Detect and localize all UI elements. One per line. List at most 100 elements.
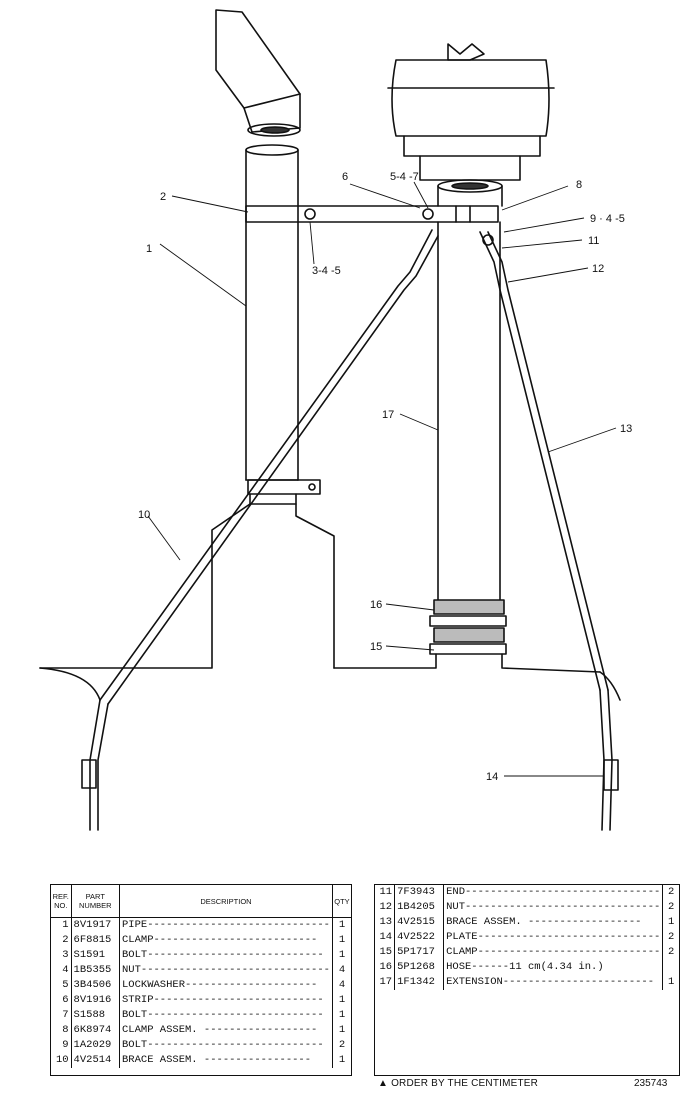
cell-part-number: 6K8974 — [71, 1023, 121, 1038]
cell-qty: 4 — [338, 979, 346, 991]
cell-ref-no: 1 — [51, 917, 72, 933]
figure-number: 235743 — [634, 1078, 668, 1089]
order-note: ▲ ORDER BY THE CENTIMETER — [378, 1078, 539, 1089]
cell-qty: 2 — [338, 1039, 346, 1051]
cell-qty: 1 — [338, 1009, 346, 1021]
cell-qty: 1 — [338, 994, 346, 1006]
callout-8: 8 — [576, 179, 582, 191]
cell-qty: 4 — [338, 964, 346, 976]
table-header-row: REF. NO. PART NUMBER DESCRIPTION QTY — [51, 885, 351, 918]
cell-ref-no: 4 — [51, 963, 72, 978]
header-description: DESCRIPTION — [119, 885, 333, 918]
exhaust-mounting-diagram: 1 2 6 5-4 -7 8 9 · 4 -5 11 12 3-4 -5 17 … — [39, 9, 632, 831]
cell-part-number: 4V2515 — [394, 915, 445, 930]
cell-description: END------------------------------- — [443, 885, 664, 900]
callout-12: 12 — [592, 263, 604, 275]
cell-ref-no: 12 — [375, 900, 396, 915]
cell-ref-no: 13 — [375, 915, 396, 930]
callout-6: 6 — [342, 171, 348, 183]
cell-qty: 1 — [668, 916, 675, 928]
cell-qty — [663, 960, 679, 975]
cell-part-number: 3B4506 — [71, 978, 121, 993]
cell-ref-no: 9 — [51, 1038, 72, 1053]
header-qty: QTY — [332, 885, 351, 918]
brace-right — [479, 231, 619, 831]
callout-17: 17 — [382, 409, 394, 421]
cell-description: STRIP--------------------------- — [119, 993, 333, 1008]
cell-part-number: 1F1342 — [394, 975, 445, 990]
cell-qty: 2 — [668, 886, 675, 898]
callout-13: 13 — [620, 423, 632, 435]
cell-part-number: 1B5355 — [71, 963, 121, 978]
cell-ref-no: 17 — [375, 975, 396, 990]
cell-part-number: S1591 — [71, 948, 121, 963]
cell-ref-no: 2 — [51, 933, 72, 948]
callout-9-4-5: 9 · 4 -5 — [590, 213, 625, 225]
exhaust-elbow — [215, 9, 301, 137]
cell-description: LOCKWASHER--------------------- — [119, 978, 333, 993]
cell-ref-no: 14 — [375, 930, 396, 945]
header-ref-no: REF. NO. — [51, 885, 72, 918]
cell-description: EXTENSION------------------------ — [443, 975, 664, 990]
cell-description: BOLT---------------------------- — [119, 1008, 333, 1023]
cell-qty: 1 — [338, 919, 346, 931]
cell-part-number: 8V1916 — [71, 993, 121, 1008]
callout-11: 11 — [588, 235, 599, 247]
cell-description: NUT------------------------------ — [119, 963, 333, 978]
cell-qty: 1 — [668, 976, 675, 988]
cell-part-number: 7F3943 — [394, 885, 445, 900]
callout-16: 16 — [370, 599, 382, 611]
cell-description: BRACE ASSEM. ----------------- — [119, 1053, 333, 1068]
callout-2: 2 — [160, 191, 166, 203]
cell-part-number: S1588 — [71, 1008, 121, 1023]
cell-description: PLATE----------------------------- — [443, 930, 664, 945]
cell-ref-no: 6 — [51, 993, 72, 1008]
cell-description: CLAMP ASSEM. ------------------ — [119, 1023, 333, 1038]
cell-description: BRACE ASSEM. ------------------ — [443, 915, 664, 930]
clamp-strip — [245, 205, 499, 223]
cell-description: BOLT---------------------------- — [119, 948, 333, 963]
cell-qty: 2 — [668, 931, 675, 943]
cell-ref-no: 7 — [51, 1008, 72, 1023]
cell-part-number: 4V2514 — [71, 1053, 121, 1068]
cell-part-number: 6F8815 — [71, 933, 121, 948]
cell-ref-no: 11 — [375, 885, 396, 900]
callout-1: 1 — [146, 243, 152, 255]
cell-ref-no: 5 — [51, 978, 72, 993]
cell-qty: 2 — [668, 946, 675, 958]
cell-qty: 2 — [668, 901, 675, 913]
callout-15: 15 — [370, 641, 382, 653]
cell-part-number: 8V1917 — [71, 917, 121, 933]
air-cleaner — [387, 43, 555, 207]
cell-part-number: 5P1268 — [394, 960, 445, 975]
cell-ref-no: 8 — [51, 1023, 72, 1038]
brace-left — [81, 229, 439, 831]
cell-ref-no: 10 — [51, 1053, 72, 1068]
cell-description: HOSE------11 cm(4.34 in.) — [443, 960, 664, 975]
cell-description: CLAMP-------------------------- — [119, 933, 333, 948]
cell-description: BOLT---------------------------- — [119, 1038, 333, 1053]
extension-tube — [333, 221, 601, 673]
cell-qty: 1 — [338, 1054, 346, 1066]
cell-part-number: 1B4205 — [394, 900, 445, 915]
cell-ref-no: ▲16 — [375, 960, 396, 975]
cell-description: CLAMP----------------------------- — [443, 945, 664, 960]
cell-qty: 1 — [338, 1024, 346, 1036]
callout-3-4-5: 3-4 -5 — [312, 265, 341, 277]
